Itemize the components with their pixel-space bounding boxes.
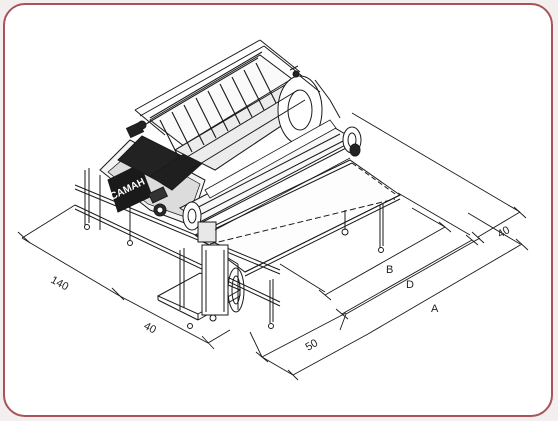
dim-label-d: D bbox=[406, 279, 414, 291]
machine-diagram: CAMAH bbox=[17, 39, 529, 381]
cradle-slats bbox=[145, 51, 277, 161]
dim-label-a: A bbox=[431, 303, 439, 315]
dim-label-50: 50 bbox=[304, 337, 321, 354]
spreading-table bbox=[74, 159, 401, 329]
spreading-machine: CAMAH bbox=[99, 39, 362, 243]
dim-label-140: 140 bbox=[49, 274, 71, 293]
dimension-lines bbox=[17, 112, 529, 381]
diagram-frame: CAMAH bbox=[3, 3, 553, 417]
dim-label-b: B bbox=[386, 264, 393, 276]
dim-label-40-left: 40 bbox=[142, 320, 158, 336]
dim-label-40-right: 40 bbox=[496, 224, 513, 241]
